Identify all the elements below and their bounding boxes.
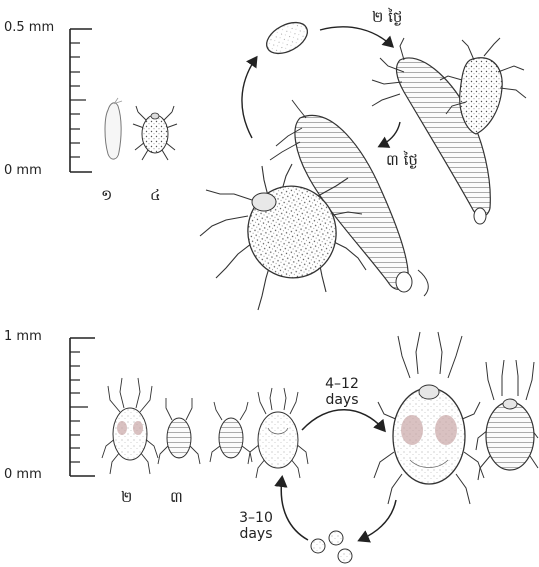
lower-duration-unit: days	[226, 526, 286, 542]
small-egg-stage-1	[105, 98, 122, 159]
egg-top-cycle	[261, 16, 312, 60]
eggs-bottom	[311, 531, 352, 563]
arrow-nymph-to-adult	[302, 410, 384, 430]
engorged-mite-top-right	[372, 38, 526, 224]
top-scale-bar	[70, 29, 92, 172]
upper-duration-range: 4–12	[312, 376, 372, 392]
bottom-stage-label-2: ២	[121, 488, 132, 510]
top-arrow-label-2: ៣ ថ្ងៃ	[386, 151, 418, 173]
bottom-scale-bar	[70, 338, 95, 476]
mite-larva-bottom	[210, 402, 252, 462]
top-scale-max-label: 0.5 mm	[4, 20, 54, 35]
top-stage-label-1: ១	[101, 186, 112, 208]
top-stage-label-4: ៤	[150, 186, 161, 208]
top-arrow-label-1: ២ ថ្ងៃ	[372, 8, 402, 30]
arrow-adult-to-egg	[242, 58, 256, 138]
lower-duration-range: 3–10	[226, 510, 286, 526]
adult-male-bottom	[476, 360, 538, 480]
mite-stage-2-bottom	[102, 378, 158, 474]
arrow-adult-to-eggs	[360, 500, 396, 540]
arrow-mite-to-female	[380, 122, 400, 146]
mite-nymph-bottom	[248, 388, 308, 478]
upper-duration-unit: days	[312, 392, 372, 408]
small-mite-stage-4	[133, 106, 177, 160]
top-scale-min-label: 0 mm	[4, 163, 42, 178]
bottom-scale-max-label: 1 mm	[4, 329, 42, 344]
lower-duration-label: 3–10 days	[226, 510, 286, 542]
adult-female-bottom	[374, 332, 484, 504]
bottom-stage-label-3: ៣	[170, 488, 183, 510]
mite-stage-3-bottom	[158, 398, 200, 464]
bottom-scale-min-label: 0 mm	[4, 467, 42, 482]
upper-duration-label: 4–12 days	[312, 376, 372, 408]
